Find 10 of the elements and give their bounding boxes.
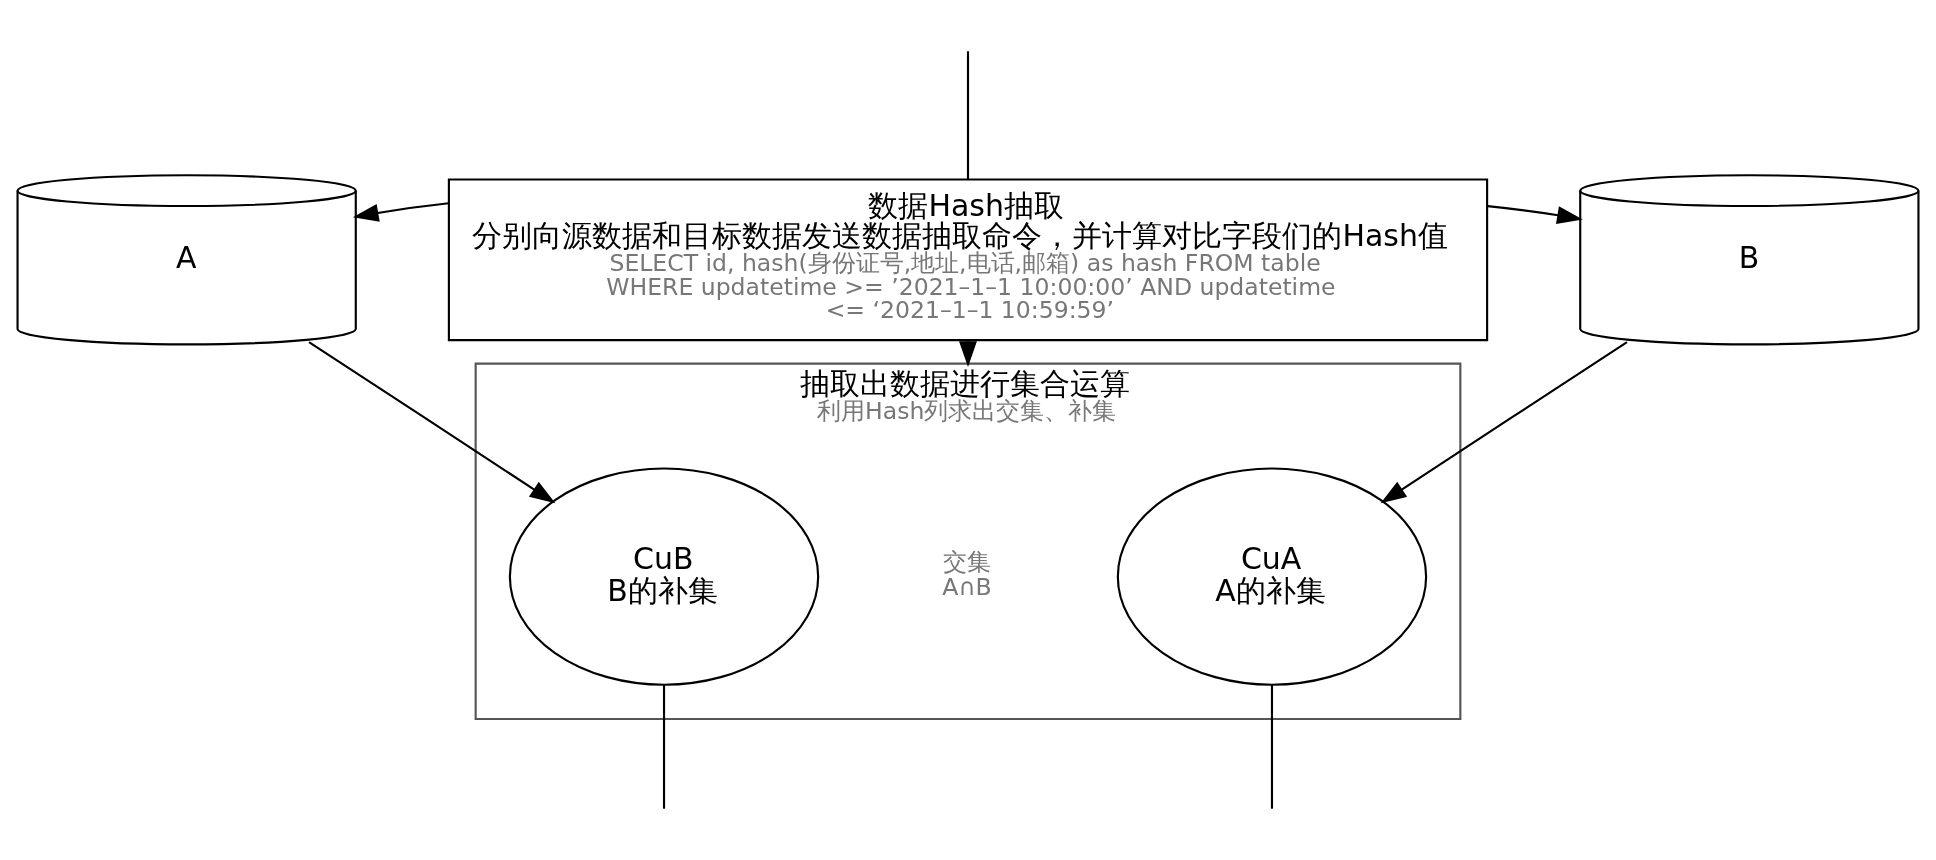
connector	[966, 51, 970, 180]
node-ellipse: CuB B的补集	[508, 467, 820, 686]
node-text: 交集 A∩B	[942, 547, 992, 602]
connector	[662, 685, 666, 809]
connector	[1270, 685, 1274, 809]
arrow	[1487, 205, 1583, 225]
arrow	[1380, 341, 1628, 504]
arrow	[308, 341, 556, 504]
node-ellipse: CuA A的补集	[1116, 467, 1428, 686]
arrow	[352, 202, 449, 222]
